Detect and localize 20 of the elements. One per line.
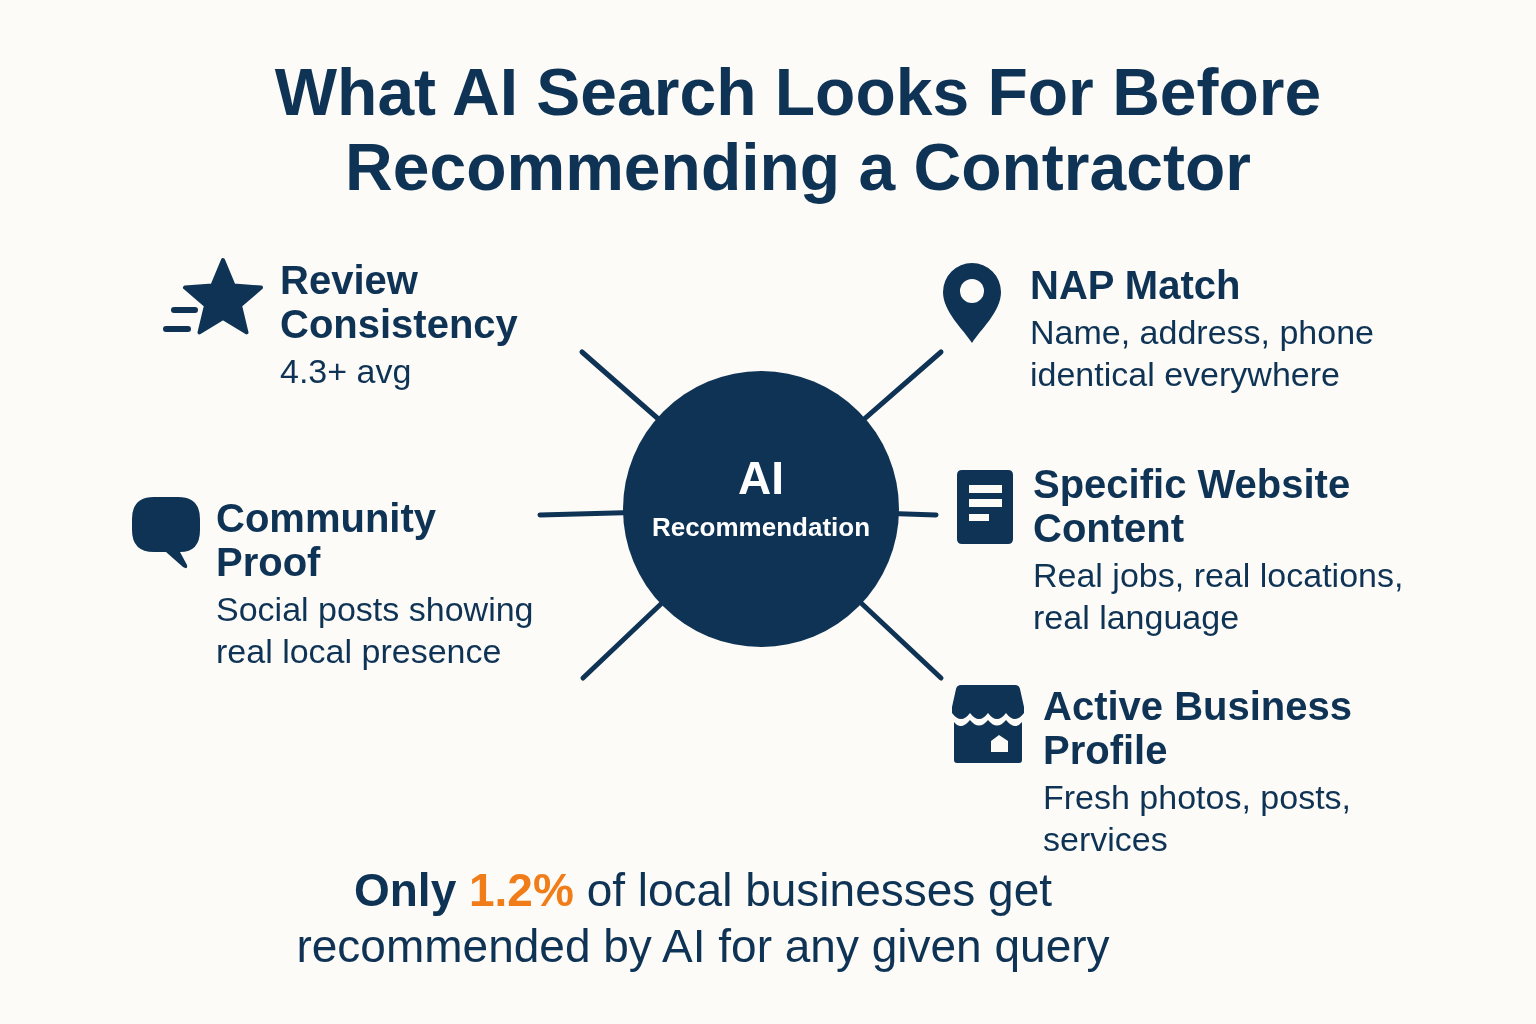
hub-subtitle: Recommendation: [651, 511, 871, 543]
connector-line: [580, 601, 664, 681]
criterion-heading: Specific Website Content: [1033, 462, 1352, 550]
hub-circle: [623, 371, 899, 647]
connector-line: [896, 511, 939, 518]
criterion-heading: NAP Match: [1030, 263, 1241, 307]
connector-line: [859, 600, 944, 681]
criterion-description: Social posts showing real local presence: [216, 589, 535, 672]
connector-line: [862, 349, 944, 421]
criterion-description: Fresh photos, posts, services: [1043, 777, 1353, 860]
criterion-heading: Review Consistency: [280, 258, 519, 346]
criterion-heading: Active Business Profile: [1043, 684, 1354, 772]
connector-line: [579, 349, 660, 421]
criterion-description: 4.3+ avg: [280, 351, 412, 392]
criterion-description: Name, address, phone identical everywhere: [1030, 312, 1375, 395]
diagram-title: What AI Search Looks For Before Recommending a Contractor: [273, 55, 1323, 205]
criterion-description: Real jobs, real locations, real language: [1033, 555, 1405, 638]
criterion-heading: Community Proof: [216, 496, 437, 584]
caption-text: Only 1.2% of local businesses get recommended by AI for any given query: [295, 863, 1111, 974]
hub-title: AI: [738, 451, 784, 505]
